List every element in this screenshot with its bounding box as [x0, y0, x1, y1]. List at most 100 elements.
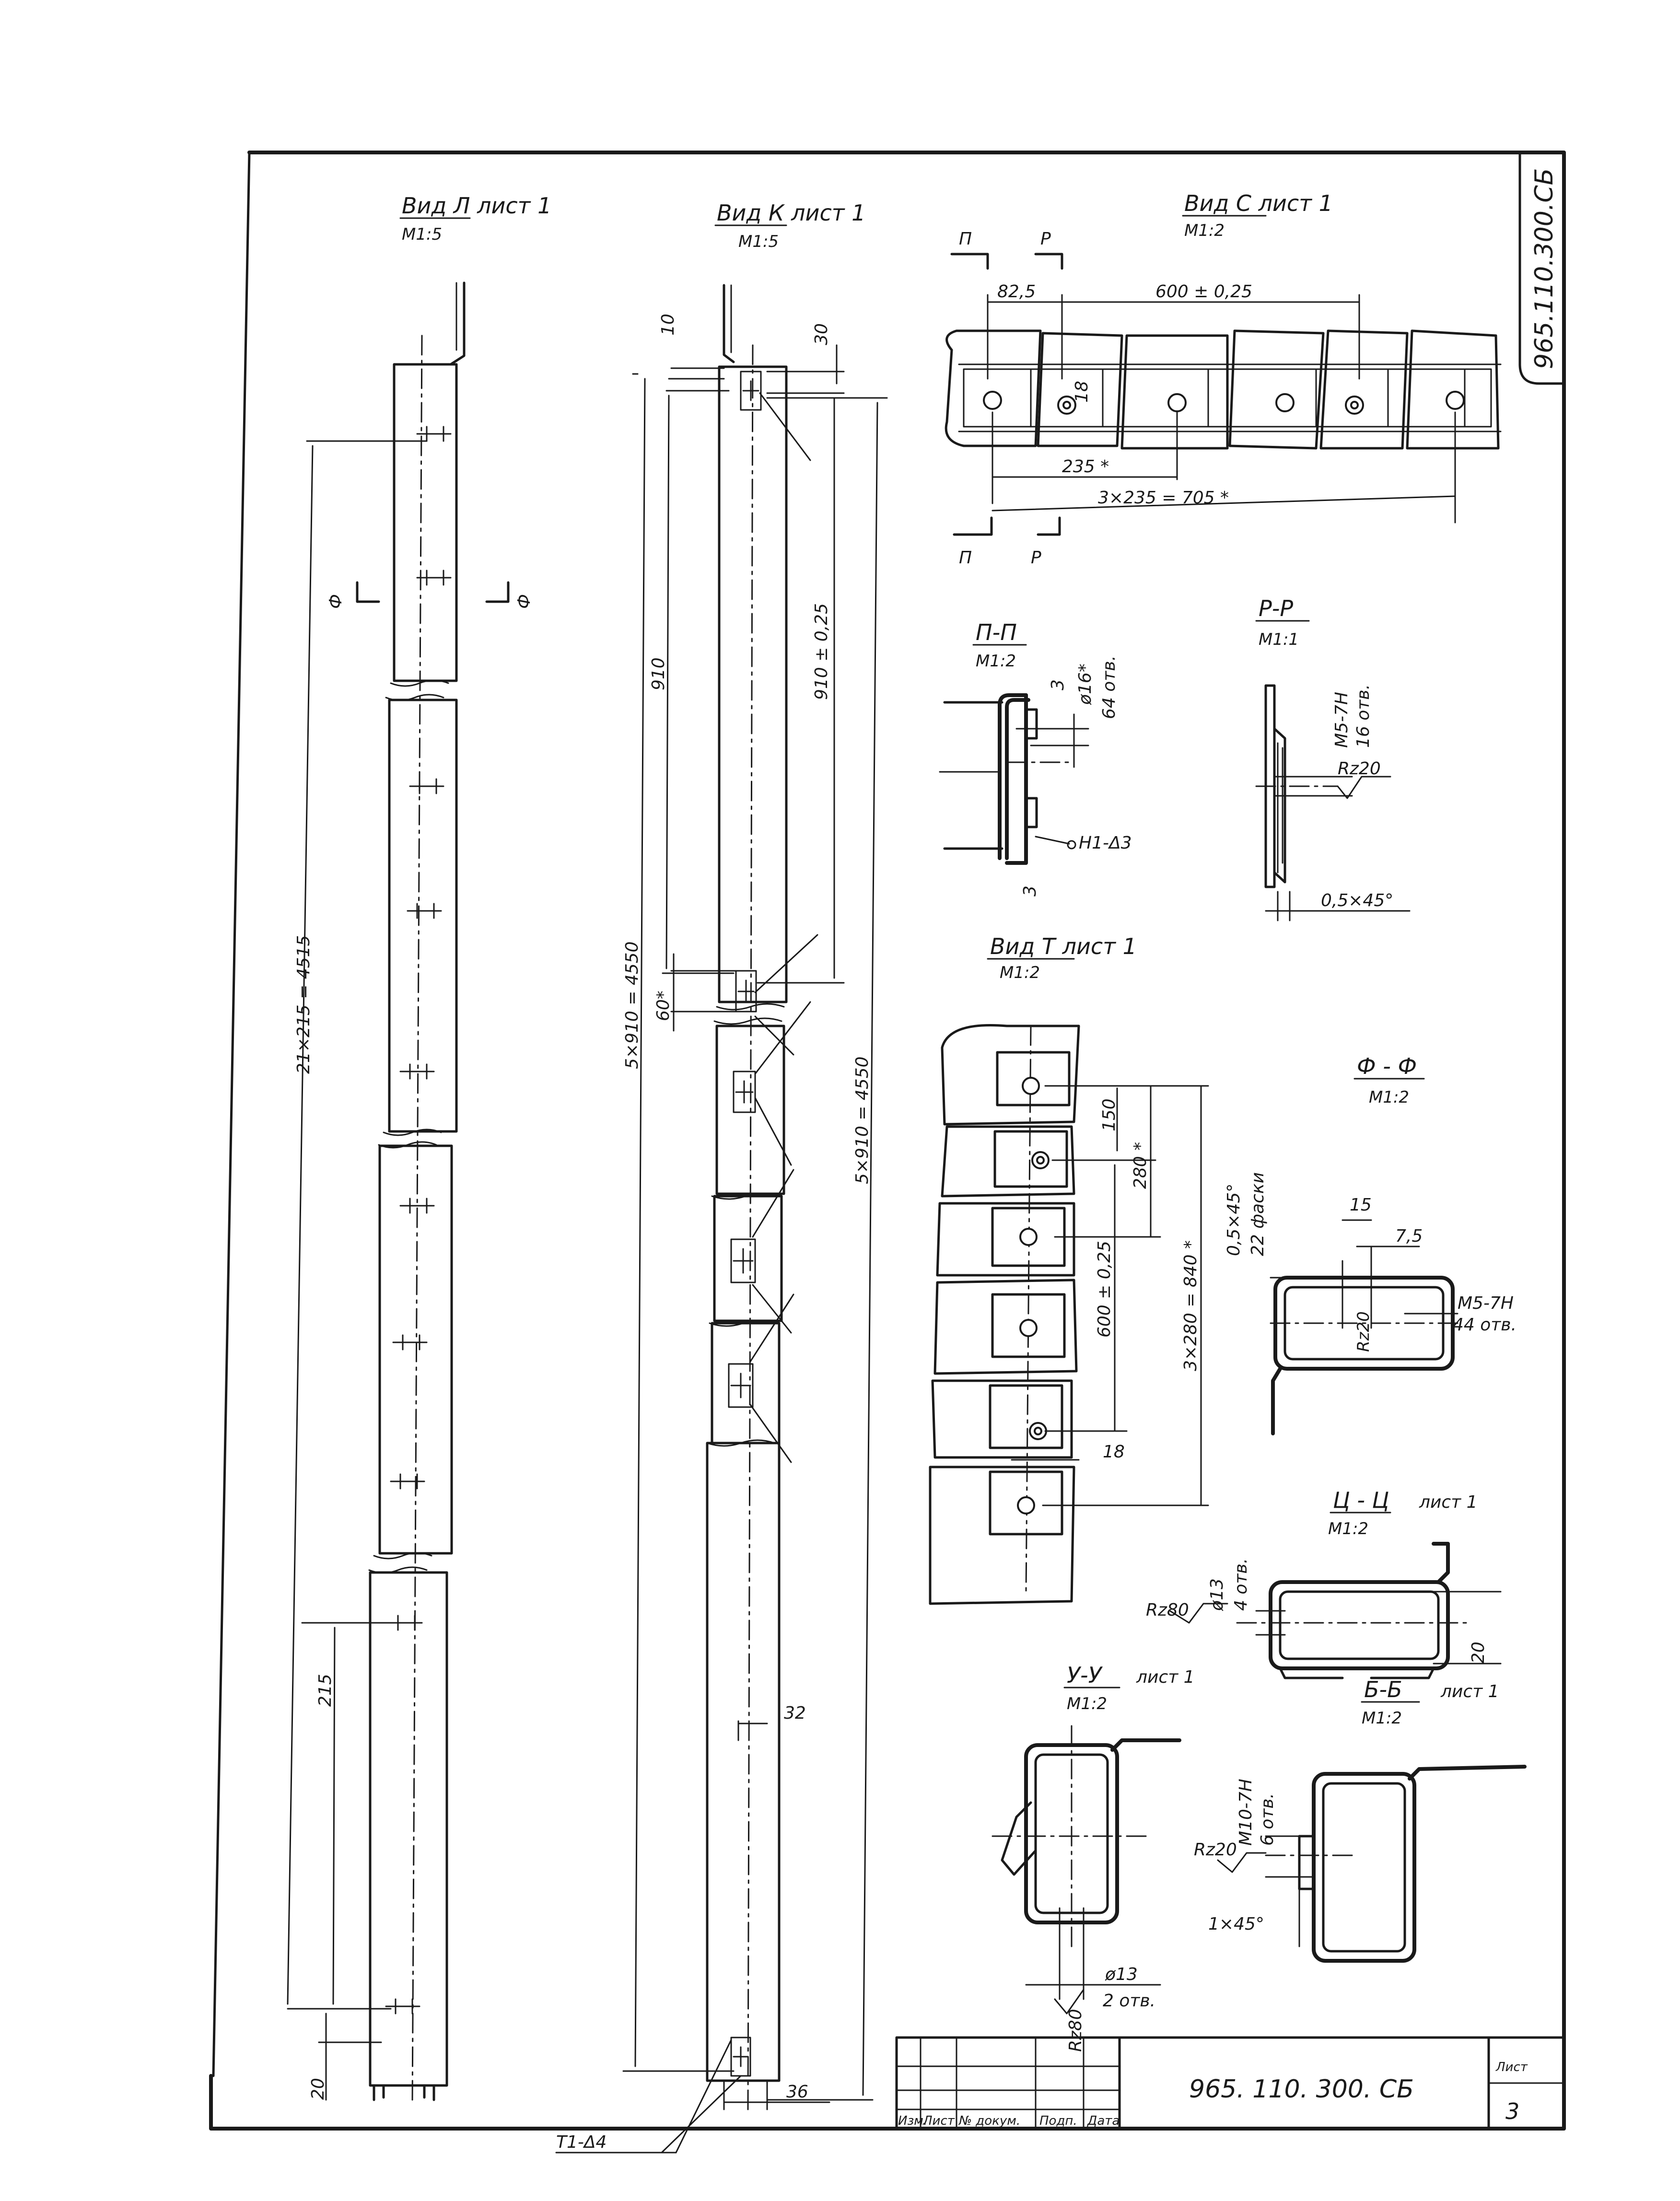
view-t-dim-280: 280 *: [1131, 1142, 1150, 1189]
section-uu-rough: Rz80: [1066, 2009, 1085, 2052]
section-rr-count: 16 отв.: [1353, 684, 1373, 748]
view-c: Вид С лист 1 М1:2 П Р П Р 82,5 600 ± 0,2…: [945, 190, 1502, 568]
view-k-dim-30: 30: [812, 323, 831, 345]
section-cc-count: 4 отв.: [1231, 1558, 1251, 1611]
view-c-dim-705: 3×235 = 705 *: [1098, 488, 1229, 508]
view-c-cut-r-top: Р: [1040, 229, 1051, 249]
view-t-dim-150: 150: [1099, 1098, 1119, 1131]
section-ff-chamfer-count: 22 фаски: [1248, 1172, 1268, 1256]
section-pp-dim-count: 64 отв.: [1099, 655, 1119, 719]
section-bb-title: Б-Б: [1364, 1677, 1402, 1702]
section-ff: Ф - Ф М1:2 15 7,5 0,5×45° 22 фаски Rz20 …: [1224, 1053, 1517, 1435]
view-t-dim-840: 3×280 = 840 *: [1181, 1240, 1201, 1371]
section-rr: Р-Р М1:1 М5-7Н 16 отв. Rz20 0,5×45°: [1255, 595, 1411, 921]
view-c-dim-18: 18: [1072, 381, 1092, 403]
section-rr-scale: М1:1: [1259, 630, 1299, 649]
view-c-dim-235: 235 *: [1062, 457, 1109, 477]
section-uu-dia: ø13: [1105, 1965, 1138, 1984]
view-k: Вид К лист 1 М1:5: [555, 200, 888, 2154]
view-l-dim-20: 20: [308, 2078, 328, 2100]
section-pp-dim-dia: ø16*: [1075, 664, 1095, 705]
title-block-header-list: Лист: [922, 2114, 955, 2128]
title-block-header-izm: Изм.: [898, 2114, 927, 2128]
section-ff-dim-15: 15: [1350, 1195, 1372, 1215]
view-c-dim-600: 600 ± 0,25: [1155, 282, 1252, 302]
view-l-section-mark-left: Ф: [326, 594, 346, 609]
section-uu-title: У-У: [1067, 1662, 1103, 1688]
section-uu-scale: М1:2: [1067, 1694, 1107, 1713]
view-c-dim-825: 82,5: [997, 282, 1036, 302]
view-l-section-mark-right: Ф: [514, 594, 534, 609]
section-bb-ref: лист 1: [1440, 1682, 1499, 1701]
section-cc: Ц - Ц лист 1 М1:2 ø13 4 отв. Rz80 20: [1146, 1487, 1502, 1679]
title-block-sheet-number: 3: [1505, 2098, 1519, 2124]
view-c-scale: М1:2: [1184, 221, 1225, 240]
title-block-header-date: Дата: [1087, 2114, 1120, 2128]
section-ff-chamfer: 0,5×45°: [1224, 1184, 1244, 1256]
section-cc-title: Ц - Ц: [1333, 1487, 1389, 1513]
section-cc-rough: Rz80: [1146, 1600, 1189, 1620]
section-cc-scale: М1:2: [1328, 1519, 1368, 1538]
section-ff-thread: М5-7Н: [1458, 1293, 1514, 1313]
title-block-header-sign: Подп.: [1039, 2114, 1077, 2128]
section-pp-dim-3-top: 3: [1048, 679, 1068, 690]
view-l-title: Вид Л лист 1: [402, 193, 551, 219]
section-bb-rough: Rz20: [1194, 1840, 1237, 1860]
title-block-doc-code: 965. 110. 300. СБ: [1189, 2075, 1414, 2104]
view-l: Вид Л лист 1 М1:5: [287, 193, 551, 2106]
section-rr-chamfer: 0,5×45°: [1321, 891, 1393, 910]
section-ff-dim-75: 7,5: [1395, 1226, 1423, 1246]
section-rr-rough: Rz20: [1338, 759, 1381, 779]
section-pp-title: П-П: [976, 619, 1017, 645]
title-block-header-doc: № докум.: [958, 2114, 1020, 2128]
view-l-scale: М1:5: [402, 225, 442, 244]
section-pp: П-П М1:2 3 ø16* 64 отв. Н1-Δ3 3: [939, 619, 1132, 897]
view-k-weld-label: Т1-Δ4: [556, 2132, 607, 2152]
section-ff-title: Ф - Ф: [1357, 1053, 1417, 1079]
section-uu-count: 2 отв.: [1103, 1991, 1155, 2011]
section-bb: Б-Б лист 1 М1:2 М10-7Н 6 отв. Rz20 1×45°: [1194, 1677, 1527, 1963]
section-ff-rough: Rz20: [1354, 1311, 1373, 1352]
title-block-sheet-label: Лист: [1495, 2060, 1528, 2074]
view-t-scale: М1:2: [1000, 963, 1040, 982]
section-uu-ref: лист 1: [1136, 1667, 1195, 1687]
view-k-dim-32: 32: [784, 1703, 806, 1723]
view-k-dim-910: 910: [649, 657, 668, 690]
section-pp-weld: Н1-Δ3: [1079, 833, 1132, 853]
section-cc-dim-20: 20: [1469, 1642, 1488, 1664]
doc-code-label: 965.110.300.СБ: [1530, 168, 1559, 369]
section-cc-ref: лист 1: [1419, 1492, 1478, 1512]
view-c-title: Вид С лист 1: [1184, 190, 1333, 216]
view-k-dim-10: 10: [658, 314, 678, 336]
section-ff-count: 44 отв.: [1453, 1315, 1517, 1335]
view-k-dim-total-right: 5×910 = 4550: [852, 1057, 872, 1184]
section-rr-thread: М5-7Н: [1332, 692, 1352, 748]
view-k-dim-total-left: 5×910 = 4550: [622, 942, 642, 1069]
view-l-dim-overall: 21×215 = 4515: [294, 935, 314, 1074]
section-bb-count: 6 отв.: [1258, 1793, 1277, 1846]
view-k-scale: М1:5: [738, 232, 779, 251]
section-bb-thread: М10-7Н: [1236, 1779, 1256, 1846]
view-t-title: Вид Т лист 1: [990, 933, 1137, 959]
title-block: Изм. Лист № докум. Подп. Дата 965. 110. …: [895, 2036, 1565, 2130]
view-t-dim-18: 18: [1103, 1442, 1125, 1462]
doc-code-box: 965.110.300.СБ: [1518, 151, 1565, 385]
view-c-cut-r-bottom: Р: [1031, 548, 1041, 568]
section-bb-scale: М1:2: [1362, 1709, 1402, 1728]
section-rr-title: Р-Р: [1259, 595, 1293, 621]
section-pp-dim-3-bottom: 3: [1020, 885, 1040, 897]
view-k-dim-60: 60*: [653, 990, 673, 1021]
view-l-dim-215: 215: [315, 1674, 335, 1707]
view-c-cut-p-top: П: [959, 229, 972, 249]
view-k-dim-910-tol: 910 ± 0,25: [812, 603, 831, 700]
view-t: Вид Т лист 1 М1:2: [929, 933, 1209, 1605]
view-c-cut-p-bottom: П: [959, 548, 972, 568]
section-bb-chamfer: 1×45°: [1208, 1914, 1264, 1934]
view-k-dim-36: 36: [786, 2082, 808, 2102]
section-cc-dia: ø13: [1207, 1578, 1227, 1611]
view-t-dim-600: 600 ± 0,25: [1095, 1241, 1114, 1338]
section-pp-scale: М1:2: [976, 652, 1016, 671]
view-k-title: Вид К лист 1: [717, 200, 865, 226]
section-ff-scale: М1:2: [1369, 1088, 1409, 1107]
